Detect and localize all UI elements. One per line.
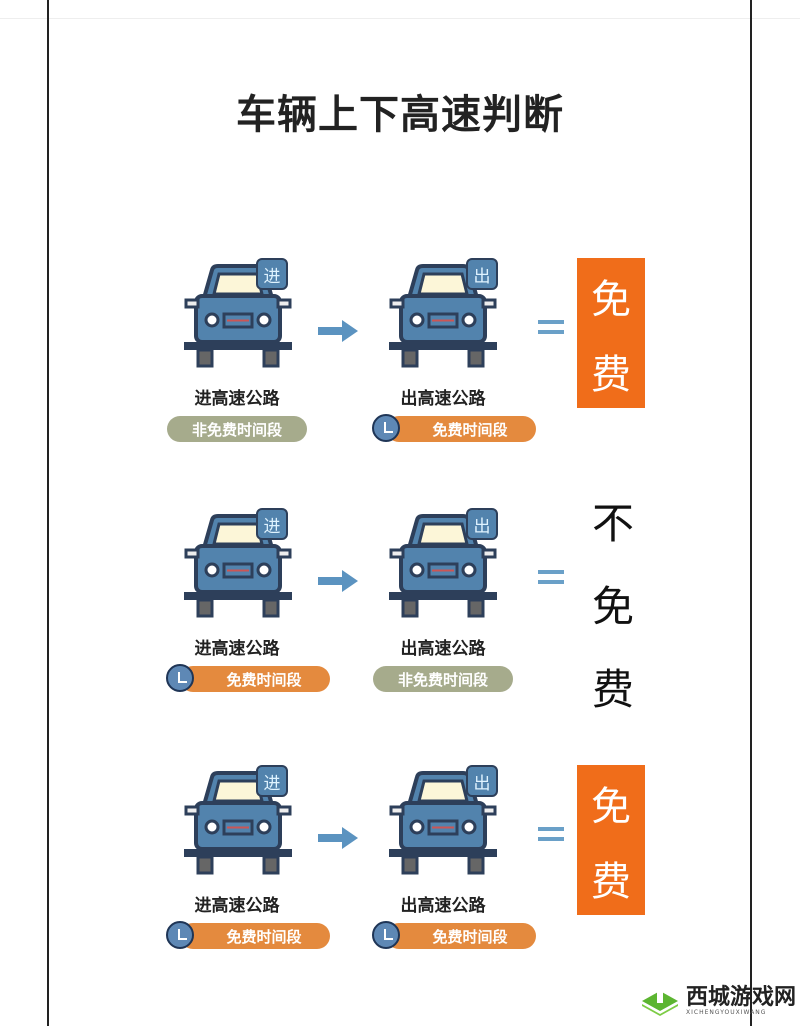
exit-badge: 出 (466, 258, 498, 290)
top-divider (0, 18, 800, 19)
exit-badge: 出 (466, 508, 498, 540)
left-border (47, 0, 49, 1026)
arrow-right-icon (318, 570, 358, 592)
entry-label: 进高速公路 (194, 639, 280, 659)
entry-period-pill: 免费时间段 (180, 666, 330, 692)
exit-period-pill: 免费时间段 (386, 416, 536, 442)
watermark-sub: XICHENGYOUXIWANG (686, 1008, 767, 1016)
car-icon (387, 508, 499, 623)
entry-label: 进高速公路 (194, 389, 280, 409)
car-icon (182, 765, 294, 880)
page-title: 车辆上下高速判断 (236, 92, 564, 138)
entry-period-pill: 免费时间段 (180, 923, 330, 949)
exit-label: 出高速公路 (400, 639, 486, 659)
exit-label: 出高速公路 (400, 896, 486, 916)
exit-period-pill: 非免费时间段 (373, 666, 513, 692)
result-char: 费 (591, 858, 631, 905)
wheat-logo-icon (642, 989, 678, 1016)
entry-period-pill: 非免费时间段 (167, 416, 307, 442)
watermark-name: 西城游戏网 (686, 984, 797, 1010)
scenario-row: 进 进高速公路 免费时间段 出 出高速公路 免费时间段 免费 (0, 765, 800, 985)
result-free-box: 免费 (577, 258, 645, 408)
equals-sign (538, 320, 564, 334)
right-border (750, 0, 752, 1026)
entry-badge: 进 (256, 765, 288, 797)
entry-badge: 进 (256, 258, 288, 290)
exit-label: 出高速公路 (400, 389, 486, 409)
clock-icon (166, 664, 194, 692)
watermark-logo: 西城游戏网 XICHENGYOUXIWANG (640, 985, 796, 1017)
equals-sign (538, 827, 564, 841)
result-char: 费 (591, 351, 631, 398)
equals-sign (538, 570, 564, 584)
scenario-row: 进 进高速公路非免费时间段 出 出高速公路 免费时间段 免费 (0, 258, 800, 478)
arrow-right-icon (318, 320, 358, 342)
result-free-box: 免费 (577, 765, 645, 915)
result-char: 免 (591, 783, 631, 830)
clock-icon (372, 414, 400, 442)
car-icon (387, 258, 499, 373)
exit-badge: 出 (466, 765, 498, 797)
clock-icon (166, 921, 194, 949)
entry-label: 进高速公路 (194, 896, 280, 916)
result-not-free-text: 不免费 (578, 490, 648, 717)
scenario-row: 进 进高速公路 免费时间段 出 出高速公路非免费时间段 不免费 (0, 499, 800, 728)
clock-icon (372, 921, 400, 949)
car-icon (182, 258, 294, 373)
entry-badge: 进 (256, 508, 288, 540)
arrow-right-icon (318, 827, 358, 849)
result-char: 免 (591, 582, 634, 631)
result-char: 免 (591, 276, 631, 323)
car-icon (182, 508, 294, 623)
result-char: 不 (591, 499, 634, 548)
car-icon (387, 765, 499, 880)
exit-period-pill: 免费时间段 (386, 923, 536, 949)
result-char: 费 (591, 665, 634, 714)
